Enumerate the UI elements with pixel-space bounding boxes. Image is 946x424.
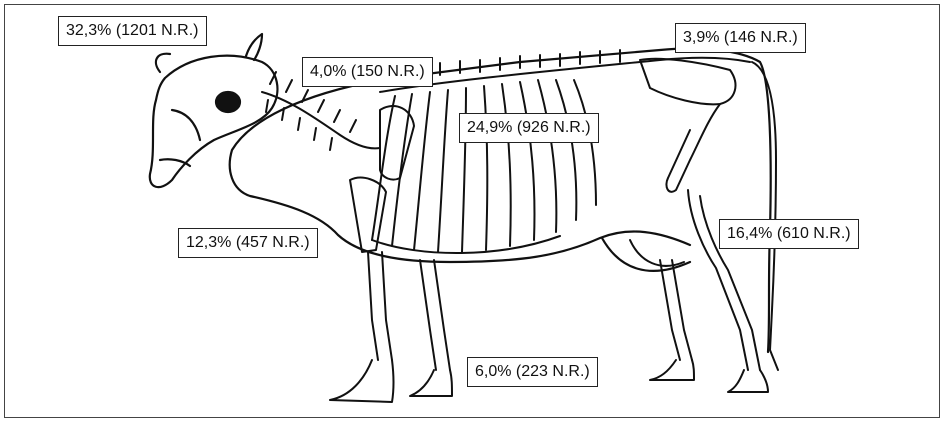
ribcage [372,80,596,253]
label-hindlimb: 16,4% (610 N.R.) [719,219,859,249]
label-neck: 4,0% (150 N.R.) [302,57,433,87]
forelimb-bones [330,106,452,402]
tail [752,62,778,370]
udder [630,240,684,266]
label-feet: 6,0% (223 N.R.) [467,357,598,387]
label-forelimb: 12,3% (457 N.R.) [178,228,318,258]
label-head: 32,3% (1201 N.R.) [58,16,207,46]
label-thorax: 24,9% (926 N.R.) [459,113,599,143]
spine [380,50,750,92]
label-back: 3,9% (146 N.R.) [675,23,806,53]
skull [150,34,278,187]
